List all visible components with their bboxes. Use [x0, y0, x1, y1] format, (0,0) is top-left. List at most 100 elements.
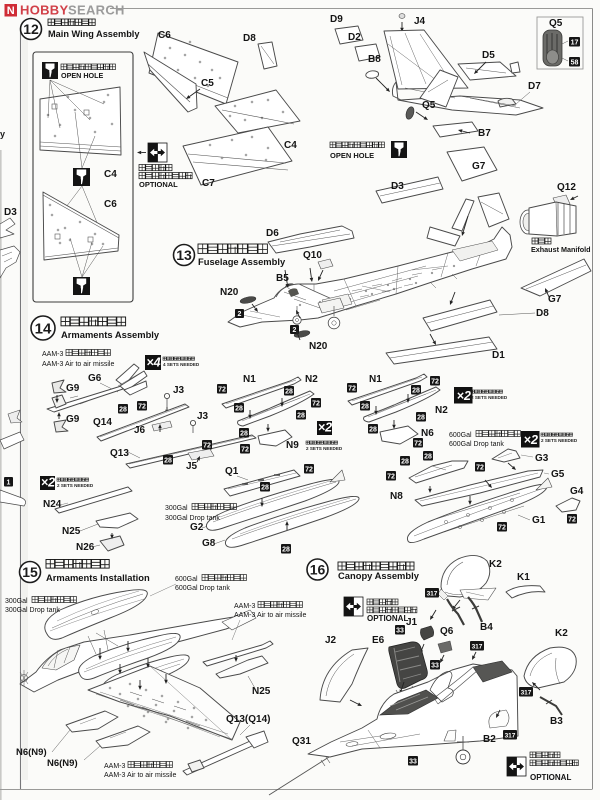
svg-text:72: 72: [348, 385, 356, 392]
svg-text:N: N: [7, 5, 15, 17]
svg-text:C5: C5: [201, 78, 214, 89]
svg-text:G6: G6: [88, 373, 102, 384]
svg-text:Q5: Q5: [422, 100, 436, 111]
svg-text:317: 317: [427, 590, 438, 597]
svg-text:Q31: Q31: [292, 736, 311, 747]
svg-text:17: 17: [571, 39, 579, 46]
svg-text:28: 28: [235, 405, 243, 412]
svg-text:×2: ×2: [524, 433, 538, 447]
svg-text:600Gal Drop tank: 600Gal Drop tank: [449, 441, 504, 448]
svg-text:Q1: Q1: [225, 466, 239, 477]
svg-text:N20: N20: [220, 287, 239, 298]
svg-text:317: 317: [505, 732, 516, 739]
svg-text:G5: G5: [551, 469, 565, 480]
svg-text:Main Wing Assembly: Main Wing Assembly: [48, 29, 140, 39]
svg-text:N24: N24: [43, 499, 62, 510]
svg-text:B2: B2: [483, 734, 496, 745]
svg-text:G1: G1: [532, 515, 546, 526]
svg-text:J3: J3: [173, 385, 185, 396]
svg-text:N25: N25: [62, 526, 81, 537]
svg-text:×2: ×2: [457, 389, 471, 403]
svg-text:G8: G8: [202, 538, 216, 549]
svg-text:×2: ×2: [318, 421, 332, 435]
svg-text:D9: D9: [330, 14, 343, 25]
svg-text:72: 72: [414, 440, 422, 447]
svg-text:G3: G3: [535, 453, 549, 464]
svg-text:G7: G7: [548, 294, 562, 305]
svg-text:J5: J5: [186, 461, 198, 472]
svg-text:G2: G2: [190, 522, 204, 533]
svg-text:72: 72: [498, 524, 506, 531]
svg-text:28: 28: [417, 414, 425, 421]
svg-text:SEARCH: SEARCH: [68, 3, 125, 18]
svg-text:58: 58: [571, 59, 579, 66]
svg-text:C4: C4: [284, 140, 297, 151]
svg-text:C7: C7: [202, 178, 215, 189]
svg-text:J3: J3: [197, 411, 209, 422]
svg-text:D8: D8: [536, 308, 549, 319]
svg-text:72: 72: [305, 466, 313, 473]
svg-text:D7: D7: [528, 81, 541, 92]
svg-text:33: 33: [409, 758, 417, 765]
svg-text:28: 28: [164, 457, 172, 464]
svg-text:OPTIONAL: OPTIONAL: [367, 614, 408, 623]
svg-text:AAM-3: AAM-3: [104, 763, 126, 770]
svg-text:AAM-3 Air to air missile: AAM-3 Air to air missile: [42, 361, 114, 368]
svg-text:72: 72: [387, 473, 395, 480]
svg-text:D2: D2: [348, 32, 361, 43]
svg-text:N9: N9: [286, 440, 299, 451]
svg-text:Q13(Q14): Q13(Q14): [226, 714, 270, 725]
svg-text:28: 28: [412, 387, 420, 394]
svg-text:N1: N1: [243, 374, 256, 385]
svg-text:2: 2: [238, 311, 242, 318]
svg-text:J6: J6: [134, 425, 146, 436]
svg-text:2: 2: [293, 327, 297, 334]
svg-text:300Gal Drop tank: 300Gal Drop tank: [5, 607, 60, 614]
svg-text:OPTIONAL: OPTIONAL: [530, 773, 571, 782]
svg-text:G9: G9: [66, 383, 80, 394]
svg-text:72: 72: [218, 386, 226, 393]
svg-text:Q6: Q6: [440, 626, 454, 637]
svg-text:D6: D6: [266, 228, 279, 239]
svg-text:33: 33: [431, 662, 439, 669]
svg-text:N25: N25: [252, 686, 271, 697]
svg-text:300Gal Drop tank: 300Gal Drop tank: [165, 515, 220, 522]
svg-text:317: 317: [521, 689, 532, 696]
svg-text:33: 33: [396, 627, 404, 634]
svg-text:28: 28: [240, 430, 248, 437]
svg-text:G7: G7: [472, 161, 486, 172]
svg-text:72: 72: [568, 516, 576, 523]
svg-text:OPEN HOLE: OPEN HOLE: [330, 151, 374, 160]
svg-text:HOBBY: HOBBY: [20, 3, 68, 18]
svg-text:72: 72: [241, 446, 249, 453]
svg-text:AAM-3 Air to air missile: AAM-3 Air to air missile: [104, 772, 176, 779]
svg-text:Canopy Assembly: Canopy Assembly: [338, 570, 420, 581]
svg-text:28: 28: [401, 458, 409, 465]
svg-text:Q13: Q13: [110, 448, 129, 459]
svg-text:Armaments Assembly: Armaments Assembly: [61, 329, 160, 340]
svg-text:K2: K2: [555, 628, 568, 639]
svg-text:16: 16: [310, 562, 326, 578]
svg-text:N26: N26: [76, 542, 95, 553]
svg-text:28: 28: [285, 388, 293, 395]
svg-text:28: 28: [424, 453, 432, 460]
svg-text:28: 28: [261, 484, 269, 491]
svg-text:72: 72: [138, 403, 146, 410]
svg-text:×2: ×2: [41, 476, 55, 490]
svg-text:14: 14: [35, 320, 52, 337]
svg-text:28: 28: [369, 426, 377, 433]
svg-text:D1: D1: [492, 350, 505, 361]
svg-text:C6: C6: [104, 199, 117, 210]
svg-text:J2: J2: [325, 635, 337, 646]
svg-text:N6(N9): N6(N9): [16, 747, 47, 758]
svg-text:AAM-3 Air to air missile: AAM-3 Air to air missile: [234, 612, 306, 619]
svg-text:G4: G4: [570, 486, 584, 497]
svg-text:N1: N1: [369, 374, 382, 385]
svg-text:D3: D3: [4, 207, 17, 218]
svg-text:Q5: Q5: [549, 18, 563, 29]
svg-text:72: 72: [431, 378, 439, 385]
svg-text:AAM-3: AAM-3: [234, 603, 256, 610]
svg-text:OPEN HOLE: OPEN HOLE: [61, 71, 104, 80]
svg-text:C4: C4: [104, 169, 117, 180]
svg-text:317: 317: [472, 643, 483, 650]
